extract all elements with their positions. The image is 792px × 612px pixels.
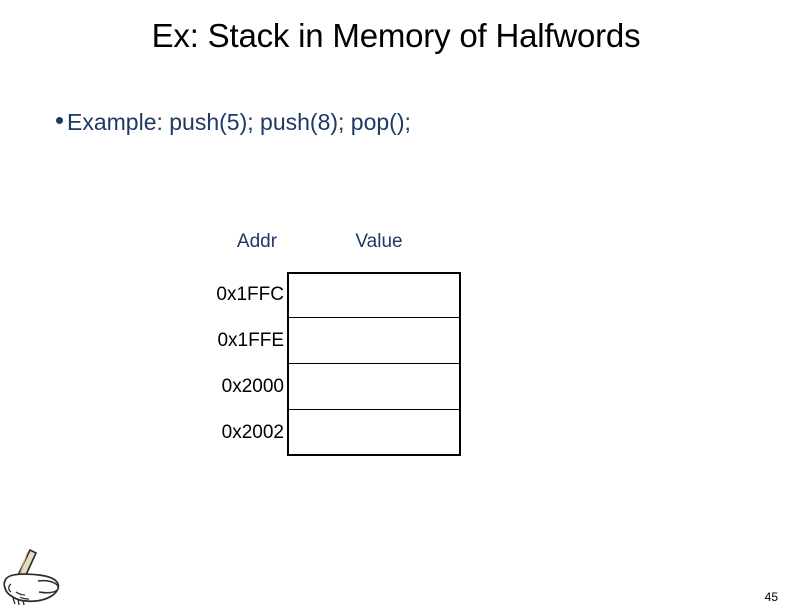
value-cell[interactable] (287, 318, 461, 364)
table-row: 0x2000 (140, 364, 470, 410)
table-row: 0x2002 (140, 410, 470, 456)
page-title: Ex: Stack in Memory of Halfwords (151, 17, 641, 54)
table-row: 0x1FFE (140, 318, 470, 364)
hand-writing-pen-icon (2, 548, 64, 606)
address-label: 0x2002 (221, 422, 284, 443)
memory-table-body: 0x1FFC 0x1FFE 0x2000 0x2002 (140, 272, 470, 456)
bullet-item-label: Example: push(5); push(8); pop(); (67, 109, 411, 135)
page-number: 45 (764, 590, 778, 604)
value-cell[interactable] (287, 410, 461, 456)
value-cell[interactable] (287, 364, 461, 410)
memory-table: Addr Value 0x1FFC 0x1FFE 0x2000 0x2002 (140, 230, 470, 456)
column-header-addr: Addr (236, 231, 278, 252)
table-row: 0x1FFC (140, 272, 470, 318)
memory-table-header-row: Addr Value (140, 230, 470, 262)
value-cell[interactable] (287, 272, 461, 318)
address-label: 0x1FFC (216, 284, 284, 305)
column-header-value: Value (355, 231, 403, 252)
bullet-list-item: Example: push(5); push(8); pop(); (56, 107, 411, 137)
bullet-dot-icon (56, 117, 63, 124)
address-label: 0x1FFE (217, 330, 284, 351)
address-label: 0x2000 (221, 376, 284, 397)
